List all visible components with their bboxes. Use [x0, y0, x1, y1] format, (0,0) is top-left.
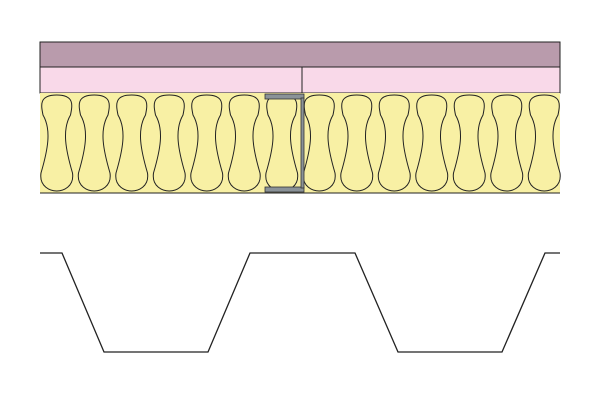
insulation-loop	[377, 94, 411, 192]
insulation-loop	[340, 94, 374, 192]
insulation-loop	[227, 94, 261, 192]
insulation-loop	[190, 94, 224, 192]
insulation-loop	[77, 94, 111, 192]
insulation-loop	[115, 94, 149, 192]
gypsum-board-layer	[39, 66, 561, 94]
insulation-layer	[40, 93, 560, 193]
metal-deck-profile	[40, 252, 560, 353]
insulation-loop	[302, 94, 336, 192]
stud-flange	[300, 97, 305, 189]
steel-stud	[264, 93, 305, 193]
top-board-layer	[39, 41, 561, 68]
insulation-loop	[527, 94, 561, 192]
stud-flange	[264, 186, 305, 193]
stud-flange	[264, 93, 305, 100]
insulation-loop	[452, 94, 486, 192]
insulation-loop	[415, 94, 449, 192]
insulation-loop	[490, 94, 524, 192]
insulation-loop	[40, 94, 74, 192]
insulation-loops	[40, 94, 561, 192]
insulation-loop	[152, 94, 186, 192]
